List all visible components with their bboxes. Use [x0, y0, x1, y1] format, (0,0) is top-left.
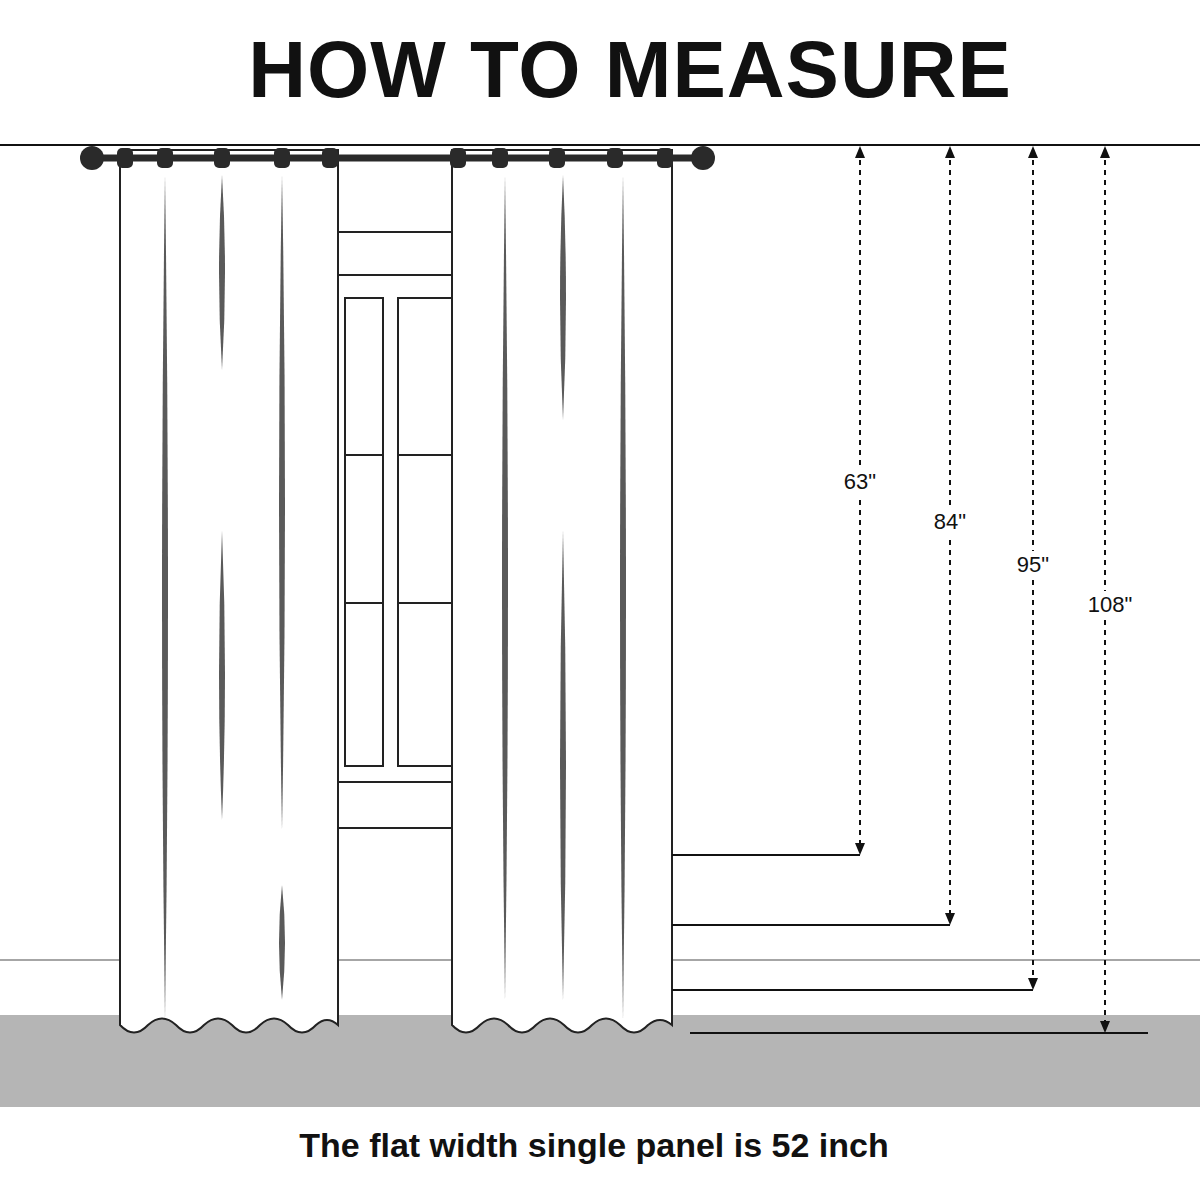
measure-lines [672, 855, 1148, 1033]
grommet [607, 148, 623, 168]
dimension-label: 95" [1014, 551, 1052, 579]
fold-shade [502, 175, 508, 1000]
grommet [214, 148, 230, 168]
grommet [450, 148, 466, 168]
dimension-arrowheads [855, 146, 1110, 1033]
grommet [322, 148, 338, 168]
caption: The flat width single panel is 52 inch [299, 1126, 888, 1165]
dimension-lines [860, 150, 1105, 1028]
grommet [157, 148, 173, 168]
window-frame [338, 160, 452, 828]
dimension-label: 63" [841, 468, 879, 496]
curtain-folds [162, 175, 626, 1020]
dimension-label: 108" [1085, 591, 1136, 619]
fold-shade [560, 175, 566, 420]
left-curtain-panel [120, 150, 338, 1033]
grommet [274, 148, 290, 168]
rod-finial [691, 146, 715, 170]
right-curtain-panel [452, 150, 672, 1033]
fold-shade [219, 175, 225, 370]
fold-shade [279, 885, 285, 1000]
dimension-label: 84" [931, 508, 969, 536]
grommet [657, 148, 673, 168]
fold-shade [279, 175, 285, 830]
rod-finial [80, 146, 104, 170]
fold-shade [219, 530, 225, 820]
grommets [117, 148, 673, 168]
grommet [492, 148, 508, 168]
grommet [117, 148, 133, 168]
fold-shade [560, 530, 566, 1000]
title: HOW TO MEASURE [248, 24, 1012, 116]
fold-shade [620, 175, 626, 1020]
ceiling-line [0, 144, 1200, 146]
grommet [549, 148, 565, 168]
fold-shade [162, 175, 168, 1020]
